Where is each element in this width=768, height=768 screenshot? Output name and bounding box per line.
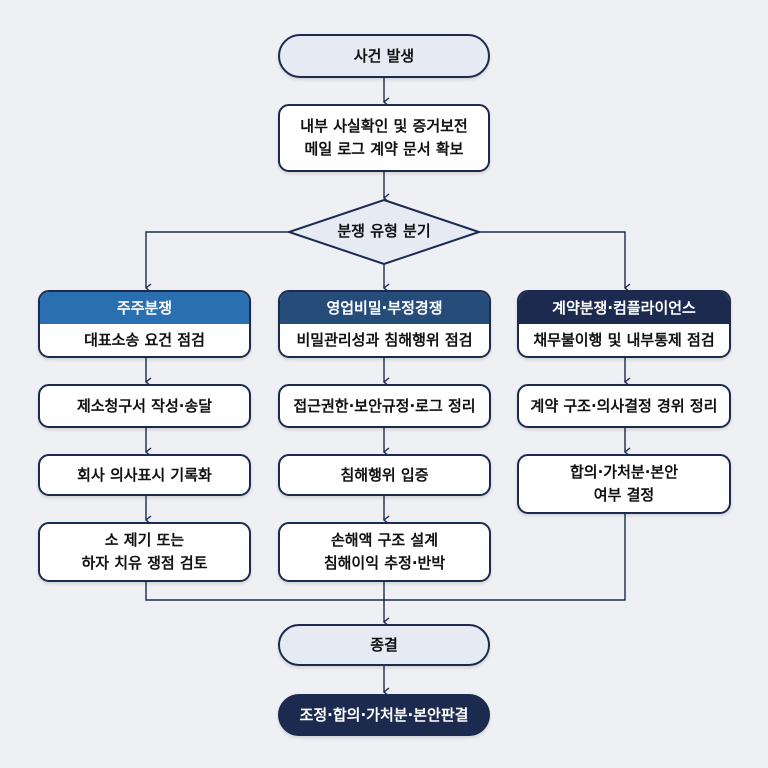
step-line: 메일 로그 계약 문서 확보 [304, 140, 464, 158]
step-line: 여부 결정 [593, 486, 655, 504]
start-label: 사건 발생 [353, 46, 415, 65]
column-header: 주주분쟁 [40, 292, 249, 324]
shareholder-dispute-box: 주주분쟁 대표소송 요건 점검 [38, 290, 251, 358]
contract-compliance-box: 계약분쟁·컴플라이언스 채무불이행 및 내부통제 점검 [517, 290, 731, 358]
flow-step: 제소청구서 작성·송달 [38, 384, 251, 428]
flow-step: 접근권한·보안규정·로그 정리 [278, 384, 491, 428]
outcome-label: 조정·합의·가처분·본안판결 [299, 705, 469, 724]
trade-secret-box: 영업비밀·부정경쟁 비밀관리성과 침해행위 점검 [278, 290, 491, 358]
step-line: 접근권한·보안규정·로그 정리 [293, 396, 476, 415]
step-line: 침해이익 추정·반박 [323, 554, 446, 572]
flow-step: 계약 구조·의사결정 경위 정리 [517, 384, 731, 428]
column-first-step: 대표소송 요건 점검 [84, 330, 205, 349]
start-node: 사건 발생 [278, 34, 490, 78]
step-line: 제소청구서 작성·송달 [76, 396, 213, 415]
end-node: 종결 [278, 624, 490, 666]
flow-step: 침해행위 입증 [278, 454, 491, 496]
column-first-step: 채무불이행 및 내부통제 점검 [533, 330, 715, 349]
outcome-node: 조정·합의·가처분·본안판결 [278, 694, 490, 736]
column-header: 계약분쟁·컴플라이언스 [519, 292, 729, 324]
step-line: 소 제기 또는 [104, 531, 185, 549]
step-line: 계약 구조·의사결정 경위 정리 [530, 396, 718, 415]
step-line: 침해행위 입증 [340, 465, 429, 484]
step-line: 합의·가처분·본안 [570, 463, 678, 481]
step-line: 하자 치유 쟁점 검토 [81, 554, 208, 572]
column-first-step: 비밀관리성과 침해행위 점검 [296, 330, 473, 349]
step-line: 내부 사실확인 및 증거보전 [300, 117, 468, 135]
step-line: 회사 의사표시 기록화 [77, 465, 212, 484]
step-line: 손해액 구조 설계 [330, 531, 439, 549]
column-header: 영업비밀·부정경쟁 [280, 292, 489, 324]
end-label: 종결 [370, 635, 398, 654]
flow-step: 회사 의사표시 기록화 [38, 454, 251, 496]
decision-label: 분쟁 유형 분기 [337, 222, 431, 240]
